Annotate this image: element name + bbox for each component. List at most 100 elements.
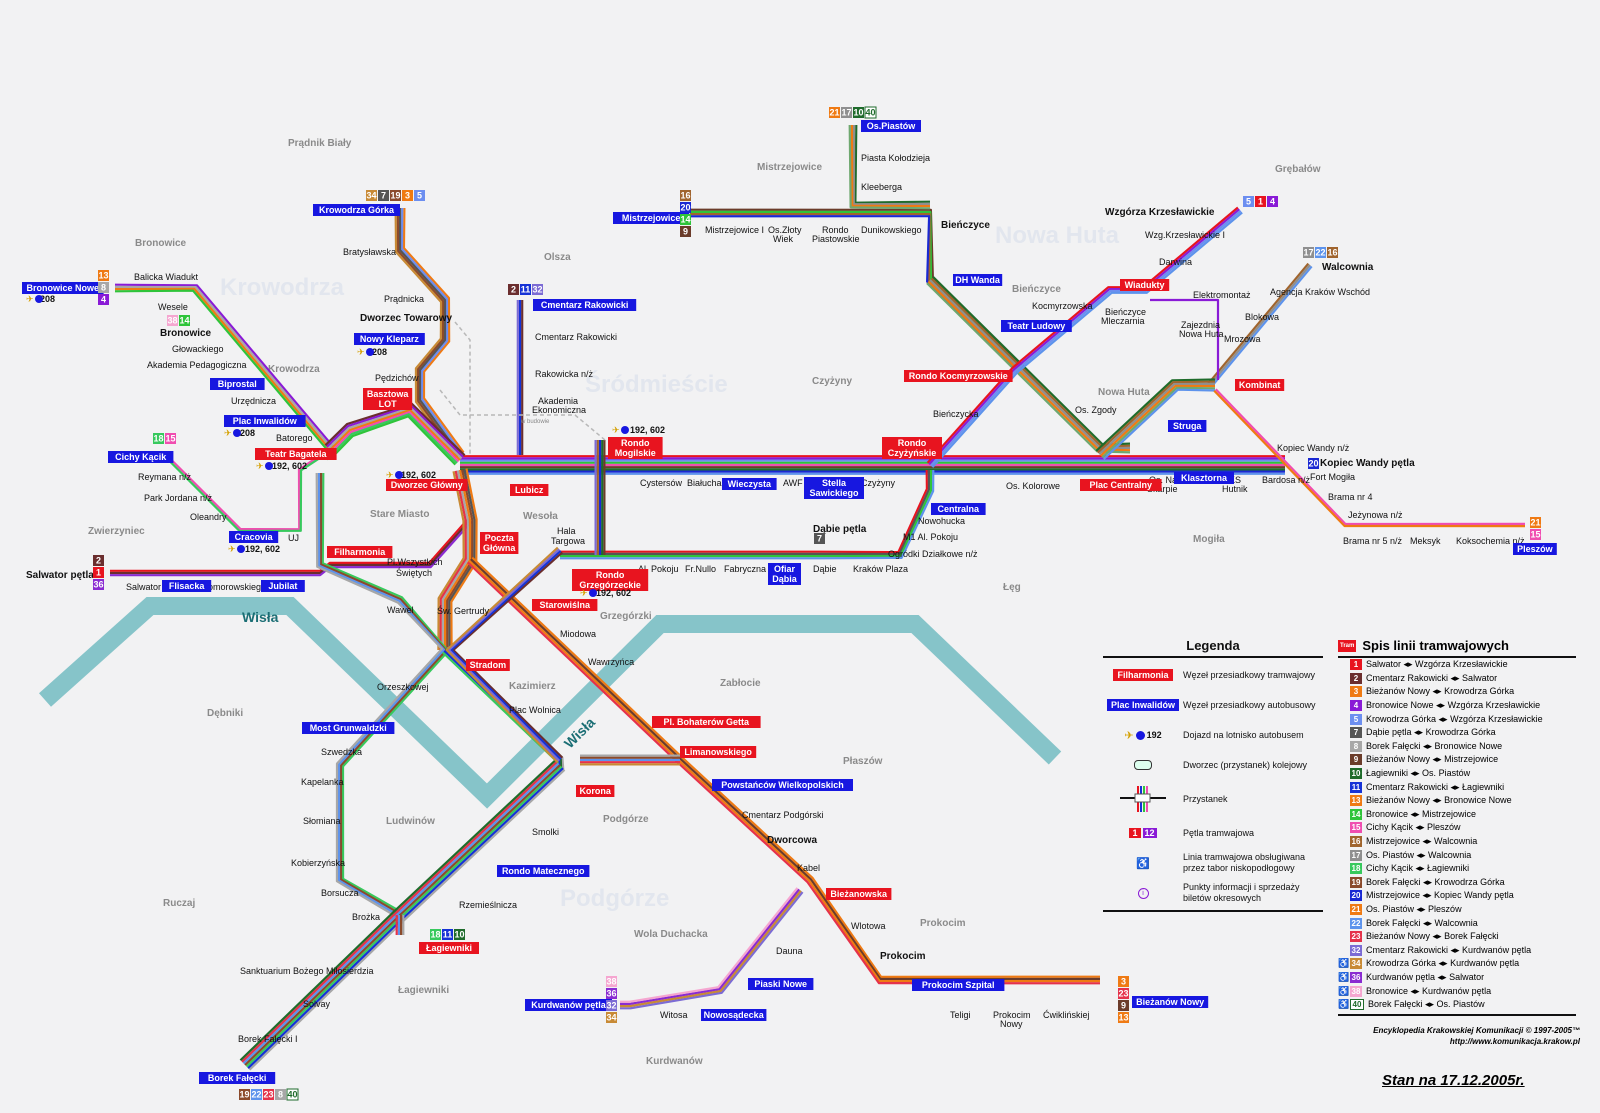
hub-dworzec-glowny[interactable]: Dworzec Główny (386, 479, 468, 491)
tram-line-22 (560, 469, 935, 560)
wheelchair-icon: ♿ (1338, 999, 1350, 1010)
line-badge-label: 9 (683, 227, 688, 237)
district-lagiewniki: Łagiewniki (398, 985, 449, 996)
hub-mistrzejowice[interactable]: Mistrzejowice (613, 212, 690, 224)
hub-dh-wanda[interactable]: DH Wanda (953, 274, 1003, 286)
legend-loop-sample-1: 1 (1129, 828, 1141, 838)
tram-line-21 (1213, 389, 1526, 528)
hub-korona[interactable]: Korona (576, 785, 615, 797)
hub-plac-inwalidow[interactable]: Plac Inwalidów (224, 415, 306, 427)
hub-stella-bg (804, 477, 864, 499)
hub-nowy-kleparz[interactable]: Nowy Kleparz (354, 333, 425, 345)
stop-hala-2: Targowa (551, 536, 585, 546)
stop-bardosa: Bardosa n/ż (1262, 475, 1311, 485)
bus-icon (233, 429, 241, 437)
vistula-river (38, 597, 1062, 809)
hub-pl-bohaterow[interactable]: Pl. Bohaterów Getta (652, 716, 761, 728)
terminal-badges-kopiec: 20 (1308, 458, 1319, 469)
hub-cmentarz-rakowicki[interactable]: Cmentarz Rakowicki (533, 299, 637, 311)
hub-flisacka[interactable]: Flisacka (162, 580, 212, 592)
hub-biezanow-nowy[interactable]: Bieżanów Nowy (1132, 996, 1209, 1008)
hub-kurdwanow-petla[interactable]: Kurdwanów pętla (525, 999, 612, 1011)
hub-biprostal[interactable]: Biprostal (210, 378, 265, 390)
hub-teatr-ludowy[interactable]: Teatr Ludowy (1001, 320, 1072, 332)
line-route: Borek Fałęcki ◂▸ Walcownia (1366, 917, 1478, 928)
hub-nowosadecka[interactable]: Nowosądecka (701, 1009, 767, 1021)
line-number-badge: 22 (1350, 917, 1362, 929)
hub-wiadukty[interactable]: Wiadukty (1120, 279, 1170, 291)
district-olsza: Olsza (544, 252, 571, 263)
stop-sanktuarium: Sanktuarium Bożego Miłosierdzia (240, 966, 374, 976)
wheelchair-icon: ♿ (1338, 958, 1350, 969)
legend-panel: Legenda Filharmonia Węzeł przesiadkowy t… (1103, 638, 1323, 912)
hub-lagiewniki[interactable]: Łagiewniki (419, 942, 479, 954)
hub-borek-falecki[interactable]: Borek Fałęcki (199, 1072, 276, 1084)
line-badge-label: 19 (390, 191, 400, 201)
hub-wieczysta[interactable]: Wieczysta (722, 478, 777, 490)
hub-starowislna[interactable]: Starowiślna (532, 599, 598, 611)
hub-cichy-kacik[interactable]: Cichy Kącik (108, 451, 174, 463)
hub-jubilat-bg (261, 580, 305, 592)
hub-rondo-czyzynskie-bg (882, 437, 942, 459)
hub-biezanowska[interactable]: Bieżanowska (826, 888, 892, 900)
line-badge-1 (93, 567, 104, 578)
stop-ks-hutnik-2: Hutnik (1222, 484, 1248, 494)
hub-powstancow[interactable]: Powstańców Wielkopolskich (712, 779, 853, 791)
hub-bronowice-nowe[interactable]: Bronowice Nowe (22, 282, 104, 294)
hub-prokocim-szpital[interactable]: Prokocim Szpital (912, 979, 1005, 991)
line-badge-22 (251, 1089, 262, 1100)
hub-os-piastow[interactable]: Os.Piastów (861, 120, 921, 132)
tram-line-4 (326, 404, 464, 458)
line-number-badge: 3 (1350, 686, 1362, 698)
hub-kombinat[interactable]: Kombinat (1235, 379, 1285, 391)
hub-rondo-kocmyrzowskie[interactable]: Rondo Kocmyrzowskie (904, 370, 1013, 382)
credit-link[interactable]: http://www.komunikacja.krakow.pl (1449, 1037, 1580, 1046)
line-badge-label: 18 (430, 930, 440, 940)
hub-krowodrza-gorka[interactable]: Krowodrza Górka (313, 204, 400, 216)
hub-ofiar-dabia-label: Dąbia (772, 574, 798, 584)
line-badge-4 (1267, 196, 1278, 207)
hub-filharmonia[interactable]: Filharmonia (327, 546, 393, 558)
hub-cracovia[interactable]: Cracovia (229, 531, 279, 543)
line-badge-36 (606, 988, 617, 999)
line-badge-label: 13 (1118, 1013, 1128, 1023)
hub-wieczysta-label: Wieczysta (728, 479, 772, 489)
hub-cracovia-bg (229, 531, 279, 543)
hub-jubilat[interactable]: Jubilat (261, 580, 305, 592)
line-badge-label: 22 (1315, 248, 1325, 258)
line-badge-20 (680, 202, 691, 213)
route-kurdwanow (619, 887, 804, 1010)
line-badge-label: 40 (287, 1090, 297, 1100)
hub-rondo-matecznego[interactable]: Rondo Matecznego (497, 865, 590, 877)
hub-limanowskiego[interactable]: Limanowskiego (680, 746, 757, 758)
tram-line-8 (441, 470, 470, 651)
hub-lubicz[interactable]: Lubicz (510, 484, 549, 496)
hub-plac-centralny[interactable]: Plac Centralny (1080, 479, 1162, 491)
line-badge-19 (390, 190, 401, 201)
stop-cmentarz-podg: Cmentarz Podgórski (742, 810, 824, 820)
stop-al-pokoju: Al. Pokoju (638, 564, 679, 574)
hub-most-grunwaldzki[interactable]: Most Grunwaldzki (302, 722, 395, 734)
hub-centralna[interactable]: Centralna (931, 503, 986, 515)
hub-pleszow[interactable]: Pleszów (1513, 543, 1557, 555)
hub-plac-inwalidow-label: Plac Inwalidów (233, 416, 298, 426)
hub-piaski-nowe[interactable]: Piaski Nowe (748, 978, 814, 990)
hub-teatr-bagatela[interactable]: Teatr Bagatela (255, 448, 337, 460)
hub-stradom[interactable]: Stradom (466, 659, 510, 671)
stop-fr-nullo: Fr.Nullo (685, 564, 716, 574)
airport-icon: ✈ (224, 428, 232, 438)
hub-klasztorna[interactable]: Klasztorna (1174, 472, 1234, 484)
tram-line-10 (1095, 378, 1216, 452)
hub-struga[interactable]: Struga (1168, 420, 1207, 432)
